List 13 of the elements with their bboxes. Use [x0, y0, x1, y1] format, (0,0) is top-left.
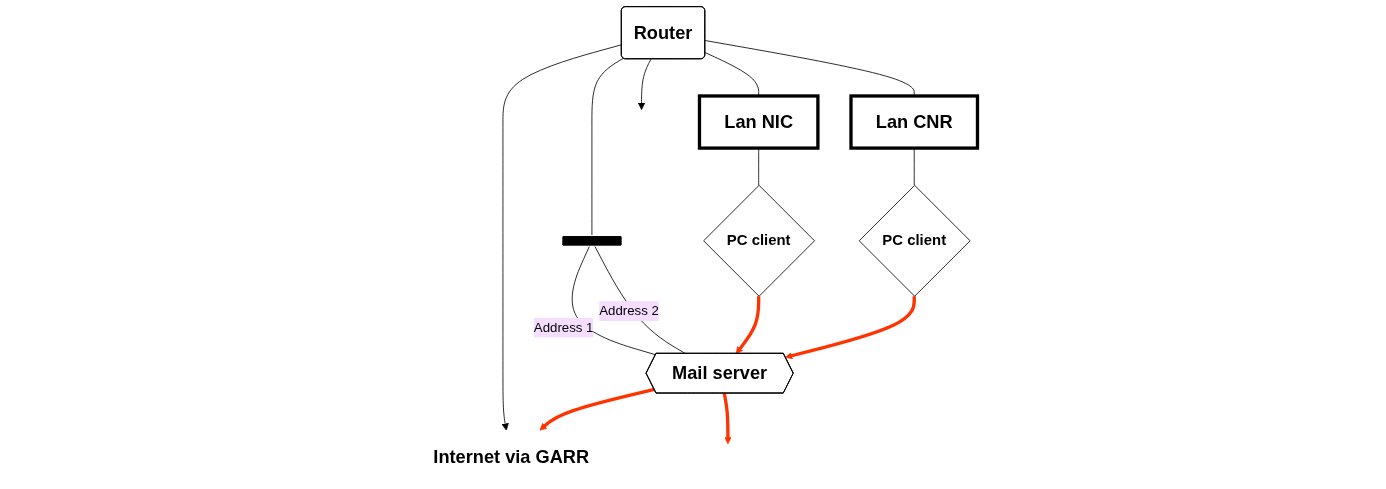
edge-label: Address 1 — [533, 320, 594, 335]
node-diamond: PC client — [703, 184, 815, 297]
arrow — [785, 296, 916, 360]
connector — [591, 57, 624, 236]
arrow — [722, 393, 732, 445]
node-diamond: PC client — [858, 184, 971, 297]
node-box: Lan CNR — [849, 94, 980, 150]
node-box: Lan NIC — [697, 94, 820, 150]
node-text: Internet via GARR — [433, 445, 590, 467]
connector — [594, 246, 687, 355]
arrow — [735, 296, 761, 355]
edge-label: Address 2 — [599, 303, 659, 318]
arrow — [539, 387, 655, 431]
